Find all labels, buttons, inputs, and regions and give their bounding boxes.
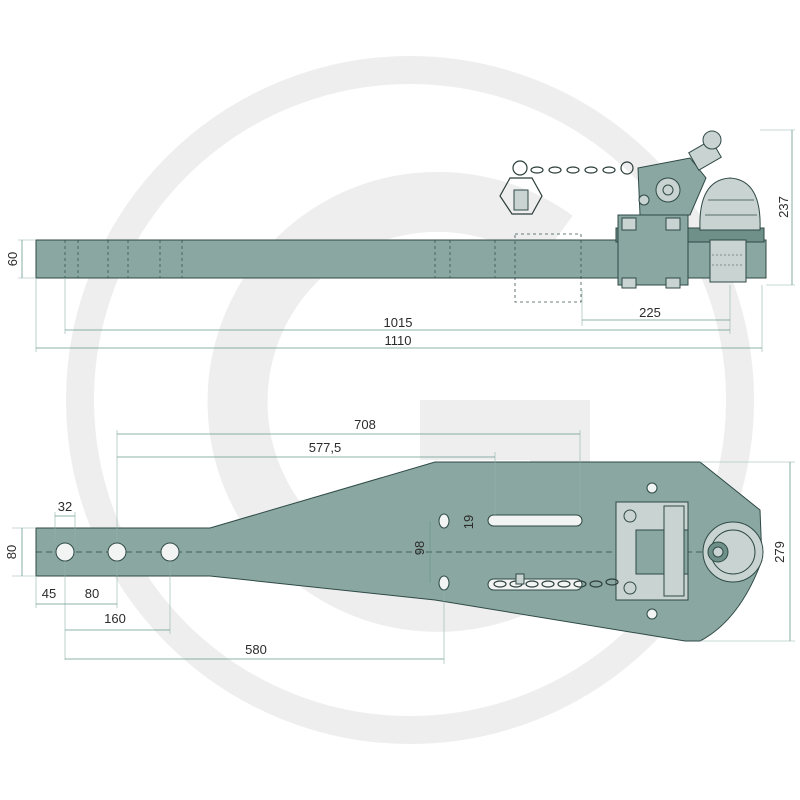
dim-160-label: 160 xyxy=(104,611,126,626)
hitch-hole xyxy=(107,542,127,562)
latch-mechanism xyxy=(637,130,722,216)
bolt-head-icon xyxy=(665,217,681,231)
dim-32: 32 xyxy=(54,499,76,542)
dim-80: 80 xyxy=(65,561,118,608)
dim-160: 160 xyxy=(65,561,171,634)
bolt-head-icon xyxy=(665,277,681,289)
dim-577-5-label: 577,5 xyxy=(309,440,342,455)
dim-577-5: 577,5 xyxy=(117,440,496,515)
dim-45: 45 xyxy=(35,561,66,660)
dim-580-label: 580 xyxy=(245,642,267,657)
dim-225: 225 xyxy=(581,285,731,334)
dim-1110-label: 1110 xyxy=(385,333,412,348)
mount-hole xyxy=(646,608,658,620)
dim-279: 279 xyxy=(700,461,795,642)
dim-80-height: 80 xyxy=(4,527,36,577)
safety-chain-icon xyxy=(512,160,634,176)
dim-45-label: 45 xyxy=(42,586,56,601)
slot xyxy=(487,514,583,527)
dim-708-label: 708 xyxy=(354,417,376,432)
ball-hitch-icon xyxy=(699,177,761,283)
dim-279-label: 279 xyxy=(772,541,787,563)
dim-19: 19 xyxy=(461,515,476,529)
bolt-head-icon xyxy=(621,217,637,231)
side-view: 60 237 225 1015 1110 xyxy=(5,129,795,352)
dim-32-label: 32 xyxy=(58,499,72,514)
dim-237-label: 237 xyxy=(776,196,791,218)
dim-60: 60 xyxy=(5,239,36,279)
bolt-head-icon xyxy=(621,277,637,289)
dim-60-label: 60 xyxy=(5,252,20,266)
ball-hitch-top-icon xyxy=(702,521,764,583)
dim-98: 98 xyxy=(412,521,431,583)
dim-1015-label: 1015 xyxy=(384,315,413,330)
drawbar-top xyxy=(35,461,763,642)
hitch-hole xyxy=(160,542,180,562)
top-view: 708 577,5 19 98 279 32 xyxy=(4,417,795,664)
dim-80-height-label: 80 xyxy=(4,545,19,559)
mount-hole xyxy=(438,575,450,591)
hitch-hole xyxy=(55,542,75,562)
linch-pin-icon xyxy=(499,177,543,215)
dim-1015: 1015 xyxy=(64,278,730,334)
dim-708: 708 xyxy=(116,417,581,542)
dim-1110: 1110 xyxy=(35,278,763,352)
dim-237: 237 xyxy=(760,129,795,286)
dim-225-label: 225 xyxy=(639,305,661,320)
mount-hole xyxy=(438,513,450,529)
safety-chain-top-icon xyxy=(493,573,619,588)
dim-19-label: 19 xyxy=(461,515,476,529)
mount-hole xyxy=(646,482,658,494)
dim-98-label: 98 xyxy=(412,541,427,555)
dim-580: 580 xyxy=(65,590,445,664)
dim-80-label: 80 xyxy=(85,586,99,601)
